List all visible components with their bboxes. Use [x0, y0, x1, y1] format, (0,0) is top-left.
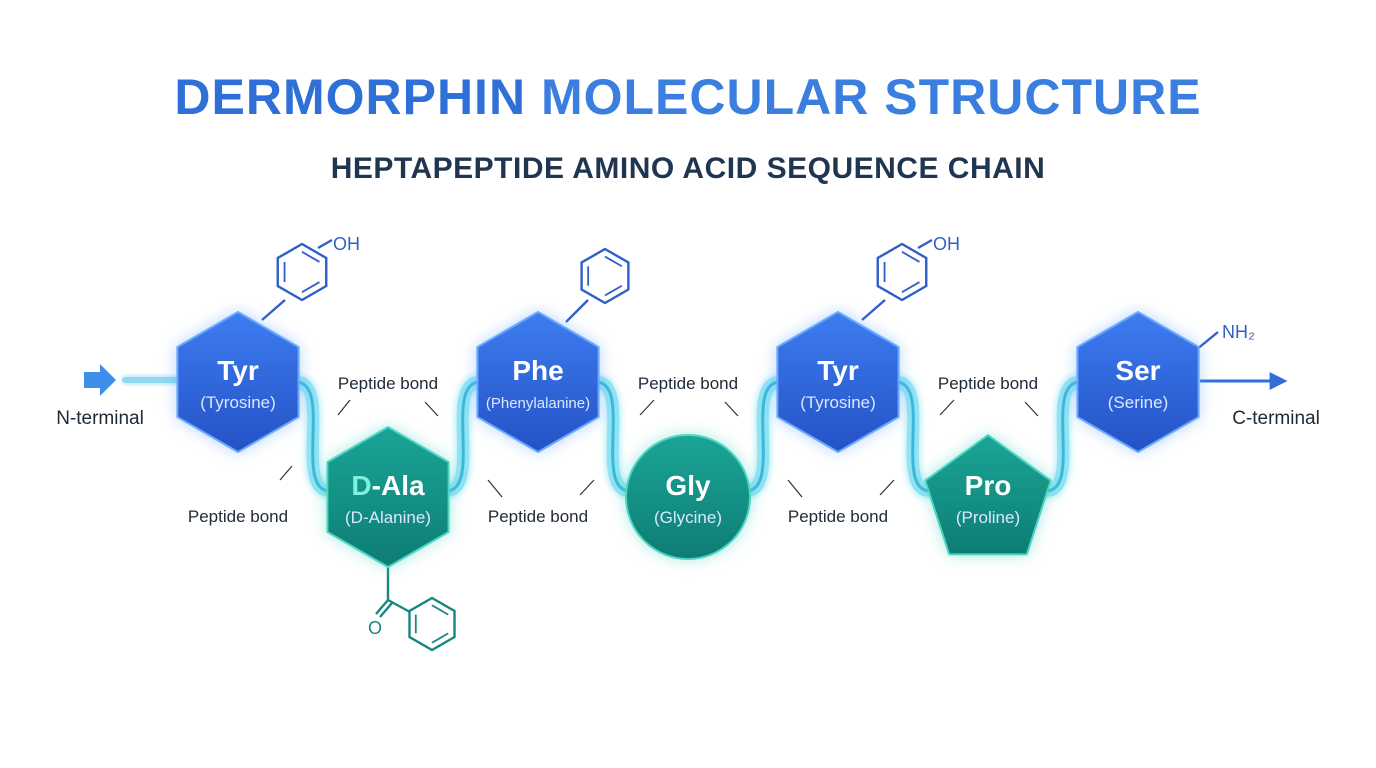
chain-link	[594, 380, 632, 493]
peptide-bond-label-1: Peptide bond	[188, 507, 288, 526]
chain-link	[294, 380, 332, 493]
residue-full-name: (Glycine)	[654, 508, 722, 527]
dala-carbonyl-bond	[375, 599, 389, 615]
residue-full-name: (D-Alanine)	[345, 508, 431, 527]
residue-node-3-phe: Phe (Phenylalanine)	[476, 311, 600, 453]
residue-shape	[326, 426, 450, 568]
peptide-bond-labels: Peptide bond Peptide bond Peptide bond P…	[188, 374, 1038, 526]
tyr2-hydroxyl-bond	[917, 238, 933, 250]
bond-pointer-line	[879, 479, 895, 496]
bond-pointer-line	[487, 479, 503, 498]
residue-abbreviation: Tyr	[217, 355, 259, 386]
residue-nodes: Tyr (Tyrosine) D-Ala (D-Alanine) Phe (Phenyla…	[176, 311, 1200, 568]
chain-link	[1044, 380, 1082, 493]
carbonyl-oxygen-label: O	[368, 618, 382, 638]
bond-pointer-line	[424, 401, 439, 417]
dala-benzene-ring	[408, 596, 456, 652]
ser-amine-bond	[1195, 331, 1219, 351]
residue-abbreviation: D-Ala	[351, 470, 425, 501]
bond-pointer-line	[279, 465, 293, 481]
hydroxyl-label-1: OH	[333, 234, 360, 254]
residue-abbreviation: Tyr	[817, 355, 859, 386]
peptide-bond-label-6: Peptide bond	[938, 374, 1038, 393]
residue-node-7-ser: Ser (Serine)	[1076, 311, 1200, 453]
residue-node-6-pro: Pro (Proline)	[924, 434, 1052, 556]
peptide-bond-label-2: Peptide bond	[338, 374, 438, 393]
bond-pointer-lines	[279, 399, 1039, 498]
bond-pointer-line	[787, 479, 803, 498]
chain-link	[444, 380, 482, 493]
residue-shape	[625, 434, 751, 560]
side-chains	[261, 238, 1219, 652]
diagram-subtitle: HEPTAPEPTIDE AMINO ACID SEQUENCE CHAIN	[330, 152, 1046, 185]
bond-pointer-line	[724, 401, 739, 417]
chain-link	[894, 380, 932, 493]
bond-pointer-line	[337, 399, 351, 416]
residue-abbreviation: Ser	[1115, 355, 1160, 386]
residue-shape	[176, 311, 300, 453]
residue-node-4-gly: Gly (Glycine)	[625, 434, 751, 560]
diagram-title: DERMORPHIN MOLECULAR STRUCTURE	[0, 70, 1376, 125]
hydroxyl-label-2: OH	[933, 234, 960, 254]
residue-abbreviation: Pro	[965, 470, 1012, 501]
n-terminal-arrow	[84, 364, 192, 396]
bond-pointer-line	[579, 479, 595, 496]
tyr1-side-bond	[261, 299, 286, 321]
c-terminal-label: C-terminal	[1232, 408, 1320, 429]
residue-node-5-tyr: Tyr (Tyrosine)	[776, 311, 900, 453]
title-part-structure: MOLECULAR STRUCTURE	[540, 69, 1202, 125]
amine-label: NH₂	[1222, 322, 1255, 342]
n-terminal-label: N-terminal	[56, 408, 144, 429]
tyr1-hydroxyl-bond	[317, 238, 333, 250]
residue-shape	[924, 434, 1052, 556]
bond-pointer-line	[639, 399, 655, 416]
tyr1-phenol-ring	[276, 242, 328, 302]
residue-full-name: (Tyrosine)	[200, 393, 276, 412]
residue-node-1-tyr: Tyr (Tyrosine)	[176, 311, 300, 453]
peptide-chain-connectors	[290, 376, 1086, 497]
peptide-bond-label-3: Peptide bond	[488, 507, 588, 526]
tyr2-side-bond	[861, 299, 886, 321]
residue-node-2-dala: D-Ala (D-Alanine)	[326, 426, 450, 568]
residue-abbreviation: Gly	[665, 470, 711, 501]
dala-carbonyl-double-bond	[379, 602, 393, 618]
tyr2-phenol-ring	[876, 242, 928, 302]
bond-pointer-line	[939, 399, 955, 416]
dala-ring-bond	[387, 598, 411, 614]
phe-side-bond	[565, 299, 589, 323]
residue-shape	[476, 311, 600, 453]
residue-full-name: (Serine)	[1108, 393, 1168, 412]
residue-shape	[1076, 311, 1200, 453]
residue-full-name: (Tyrosine)	[800, 393, 876, 412]
peptide-bond-label-4: Peptide bond	[638, 374, 738, 393]
residue-abbreviation: Phe	[512, 355, 563, 386]
residue-full-name: (Phenylalanine)	[486, 395, 590, 412]
chain-link	[744, 380, 782, 493]
residue-shape	[776, 311, 900, 453]
residue-full-name: (Proline)	[956, 508, 1020, 527]
title-part-dermorphin: DERMORPHIN	[174, 69, 527, 125]
bond-pointer-line	[1024, 401, 1039, 417]
phe-benzene-ring	[580, 247, 630, 305]
peptide-bond-label-5: Peptide bond	[788, 507, 888, 526]
